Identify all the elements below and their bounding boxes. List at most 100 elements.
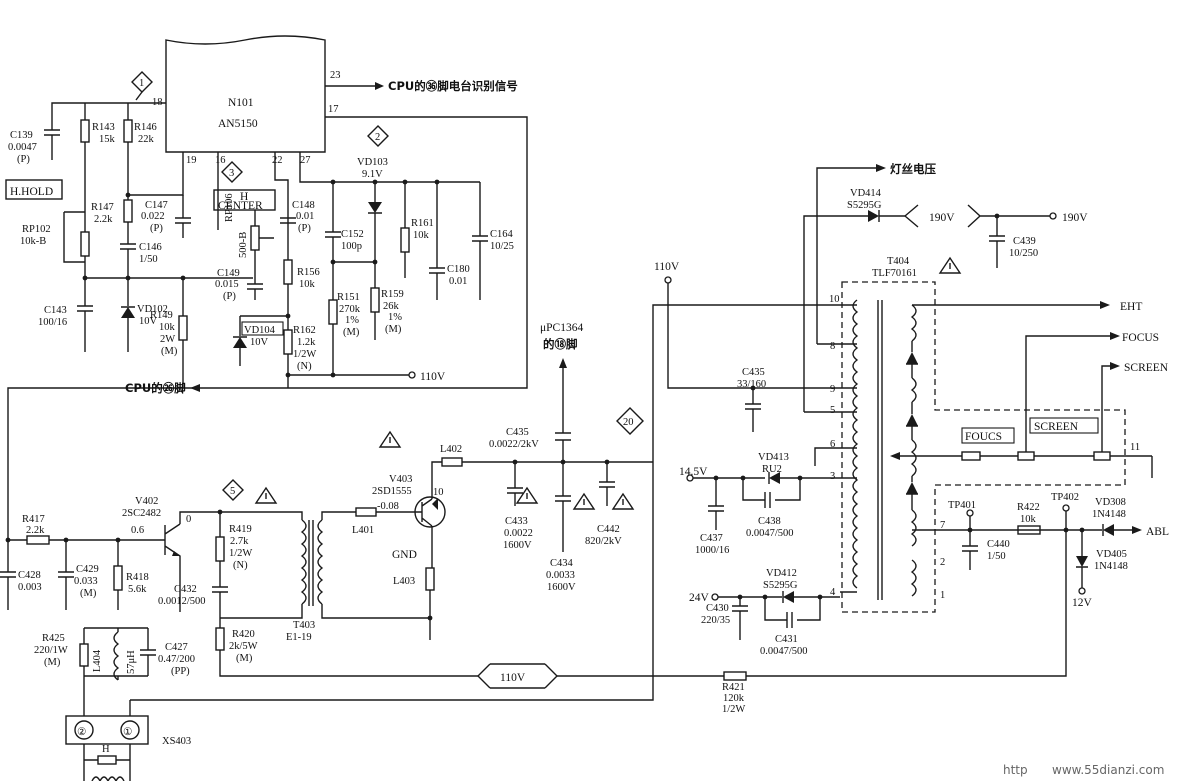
xs403-pin1: ① [123,726,133,738]
marker-1: 1 [131,71,153,101]
c139-type: (P) [17,154,30,165]
marker-2-label: 2 [375,132,380,143]
vd413-symbol [769,472,780,484]
c437-val: 1000/16 [695,545,729,556]
t404-type: TLF70161 [872,268,917,279]
watermark: www.55dianzi.com [1052,763,1164,777]
arrow-190v-a [904,204,919,228]
l402-body [441,457,463,467]
r151-ref: R151 [337,292,360,303]
c430-symbol [732,597,748,640]
vd102-val: 10V [139,316,158,327]
pin-23: 23 [330,70,341,81]
rp106-body [250,225,260,251]
vd104-val: 10V [250,337,269,348]
wire-pin22 [274,152,289,260]
wire-t403-primary-bottom [220,604,303,619]
signal-upc1364: μPC1364 [540,322,583,334]
t404-abl-coil-2 [910,559,917,597]
v403-symbol [414,498,433,527]
vd413-ref: VD413 [758,452,789,463]
wire-collector-flyback [652,304,840,462]
marker-5: 5 [222,479,244,501]
c442-val: 820/2kV [585,536,622,547]
c143-symbol [77,278,93,352]
xs403-pin2: ② [77,726,87,738]
terminal-24v [711,593,719,601]
warning-icon [515,486,539,504]
wire-vd104-bottom [233,336,247,366]
t404-pin-8: 8 [830,341,835,352]
wire-vd413 [768,472,840,484]
rp102-ref: RP102 [22,224,51,235]
r159-ref: R159 [381,289,404,300]
c164-val: 10/25 [490,241,514,252]
r419-type: (N) [233,560,248,571]
signal-eht: EHT [1120,301,1142,313]
c435b-symbol [745,388,761,432]
t404-outline [841,281,1126,613]
yoke-coil [91,776,125,781]
r162-body [283,329,293,355]
t403-ref: T403 [293,620,315,631]
r418-val: 5.6k [128,584,147,595]
terminal-110v-b [664,276,672,284]
c434-v: 1600V [547,582,576,593]
r161-body [400,227,410,253]
rp102-val: 10k-B [20,236,46,247]
r161-ref: R161 [411,218,434,229]
c429-val: 0.033 [74,576,98,587]
c148-symbol [280,217,296,224]
l403-ref: L403 [393,576,415,587]
c152-val: 100p [341,241,362,252]
warning-icon [254,486,278,504]
l401-ref: L401 [352,525,374,536]
hcenter-box [213,189,276,211]
c435a-symbol [555,432,571,462]
r418-ref: R418 [126,572,149,583]
wire-r143-r146 [84,142,129,195]
r162-w: 1/2W [293,349,316,360]
c433-ref: C433 [505,516,528,527]
c429-ref: C429 [76,564,99,575]
wire-filament [816,167,876,344]
r417-ref: R417 [22,514,45,525]
r417-val: 2.2k [26,525,45,536]
rp102-body [80,231,90,257]
c146-symbol [120,243,136,278]
signal-abl: ABL [1146,526,1169,538]
c437-ref: C437 [700,533,723,544]
junction [427,615,433,621]
wire-190v [967,204,1050,228]
vd405-val: 1N4148 [1094,561,1128,572]
c152-ref: C152 [341,229,364,240]
warning-icon [611,492,635,510]
testpoint-tp402 [1062,504,1070,512]
c428-val: 0.003 [18,582,42,593]
r143-val: 15k [99,134,116,145]
ic-part: AN5150 [218,118,258,130]
c434-val: 0.0033 [546,570,575,581]
v403-col-volt: 10 [433,487,444,498]
c146-val: 1/50 [139,254,158,265]
c438-val: 0.0047/500 [746,528,794,539]
c143-val: 100/16 [38,317,67,328]
c139-symbol [44,129,60,160]
r419-body [215,536,225,562]
r159-val: 26k [383,301,400,312]
rail-14-5v: 14.5V [679,466,708,478]
c430-val: 220/35 [701,615,730,626]
c427-val: 0.47/200 [158,654,195,665]
c143-ref: C143 [44,305,67,316]
c147-type: (P) [150,223,163,234]
c438-symbol [742,478,801,508]
wire-vd103-bottom [368,212,382,288]
r420-body [215,627,225,651]
c139-ref: C139 [10,130,33,141]
ic-name: N101 [228,97,254,109]
wire-xs403 [83,462,654,716]
hv-diode-2 [906,414,918,426]
r151-val: 270k [339,304,361,315]
c149-type: (P) [223,291,236,302]
warning-icon [572,492,596,510]
